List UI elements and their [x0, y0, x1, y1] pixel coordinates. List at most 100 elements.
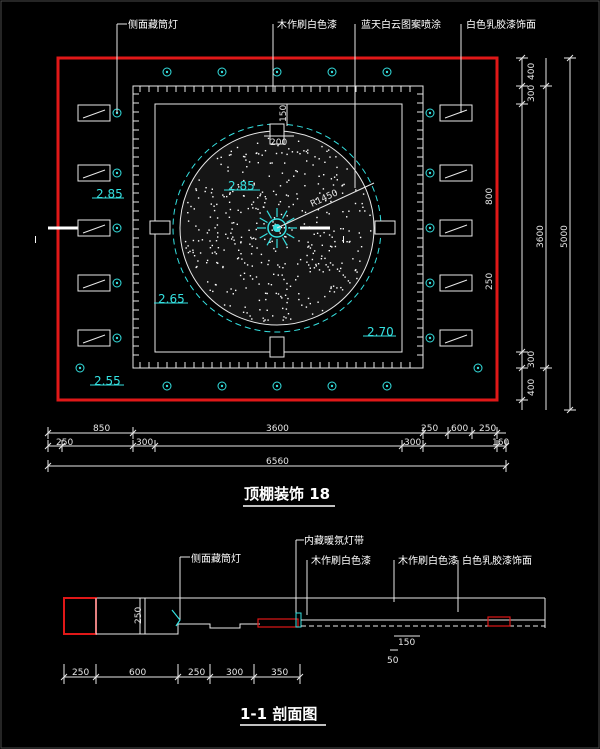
speckle — [249, 275, 252, 277]
speckle — [189, 250, 191, 253]
speckle — [197, 240, 200, 242]
speckle — [195, 225, 197, 227]
speckle — [244, 306, 246, 308]
speckle — [241, 258, 243, 260]
speckle — [328, 149, 330, 151]
speckle — [317, 301, 319, 303]
speckle — [257, 208, 259, 210]
speckle — [187, 251, 190, 254]
speckle — [258, 283, 260, 285]
speckle — [222, 265, 224, 268]
speckle — [330, 286, 332, 288]
speckle — [251, 278, 254, 280]
speckle — [223, 196, 225, 198]
beam-right — [374, 220, 396, 235]
speckle — [267, 319, 269, 321]
speckle — [209, 216, 212, 218]
speckle — [259, 193, 262, 195]
speckle — [298, 240, 300, 242]
speckle — [273, 247, 275, 250]
dim-label: 400 — [527, 63, 537, 80]
speckle — [269, 162, 272, 164]
speckle — [277, 264, 279, 266]
speckle — [236, 146, 239, 149]
speckle — [296, 198, 299, 200]
speckle — [286, 215, 288, 217]
speckle — [314, 156, 316, 158]
speckle — [192, 249, 194, 251]
speckle — [230, 150, 232, 153]
speckle — [239, 274, 242, 277]
speckle — [233, 239, 235, 241]
speckle — [296, 193, 298, 195]
speckle — [342, 228, 344, 230]
speckle — [283, 278, 285, 281]
speckle — [206, 259, 209, 262]
speckle — [243, 272, 246, 274]
speckle — [349, 282, 351, 284]
speckle — [328, 250, 330, 252]
speckle — [314, 250, 316, 252]
speckle — [287, 195, 289, 197]
downlight-icon — [382, 67, 392, 77]
dim-label: 300 — [527, 351, 537, 368]
speckle — [243, 179, 245, 182]
speckle — [270, 284, 273, 286]
speckle — [236, 258, 239, 260]
speckle — [235, 289, 237, 292]
speckle — [265, 298, 267, 301]
speckle — [256, 142, 259, 144]
right-dimension-ticks — [516, 54, 576, 414]
speckle — [193, 255, 196, 257]
speckle — [267, 263, 269, 266]
speckle — [238, 249, 240, 251]
speckle — [290, 318, 292, 320]
side-light-icon — [425, 104, 473, 122]
speckle — [335, 156, 337, 158]
speckle — [249, 315, 251, 317]
speckle — [281, 297, 283, 299]
speckle — [206, 232, 209, 234]
cornice-ticks — [133, 86, 423, 368]
label-wood-paint: 木作刷白色漆 — [277, 18, 337, 31]
speckle — [316, 216, 318, 219]
dim-label: 250 — [479, 424, 496, 434]
speckle — [341, 262, 343, 264]
section-dimension-ticks — [60, 664, 304, 684]
speckle — [220, 163, 222, 166]
speckle — [227, 170, 229, 172]
speckle — [315, 265, 317, 267]
speckle — [260, 253, 263, 256]
speckle — [247, 207, 249, 210]
speckle — [370, 230, 372, 232]
speckle — [227, 237, 229, 239]
speckle — [307, 246, 309, 248]
speckle — [232, 293, 234, 295]
speckle — [307, 297, 310, 300]
section-mark-right: I — [342, 235, 345, 246]
downlight-icon — [327, 381, 337, 391]
side-light-icon — [77, 164, 122, 182]
speckle — [229, 305, 231, 307]
speckle — [325, 264, 327, 266]
speckle — [304, 211, 307, 214]
speckle — [195, 266, 197, 269]
speckle — [272, 221, 274, 223]
plan-title: 顶棚装饰 18 — [244, 485, 330, 503]
speckle — [209, 247, 212, 249]
speckle — [355, 189, 357, 191]
speckle — [195, 188, 197, 190]
speckle — [266, 309, 268, 311]
speckle — [231, 238, 233, 240]
speckle — [278, 266, 281, 268]
speckle — [286, 301, 288, 304]
speckle — [336, 268, 339, 270]
speckle — [251, 245, 253, 248]
speckle — [341, 192, 344, 194]
speckle — [309, 271, 311, 273]
label-latex: 白色乳胶漆饰面 — [466, 18, 536, 31]
speckle — [207, 281, 209, 283]
speckle — [209, 289, 211, 291]
speckle — [346, 216, 348, 218]
speckle — [326, 150, 328, 152]
